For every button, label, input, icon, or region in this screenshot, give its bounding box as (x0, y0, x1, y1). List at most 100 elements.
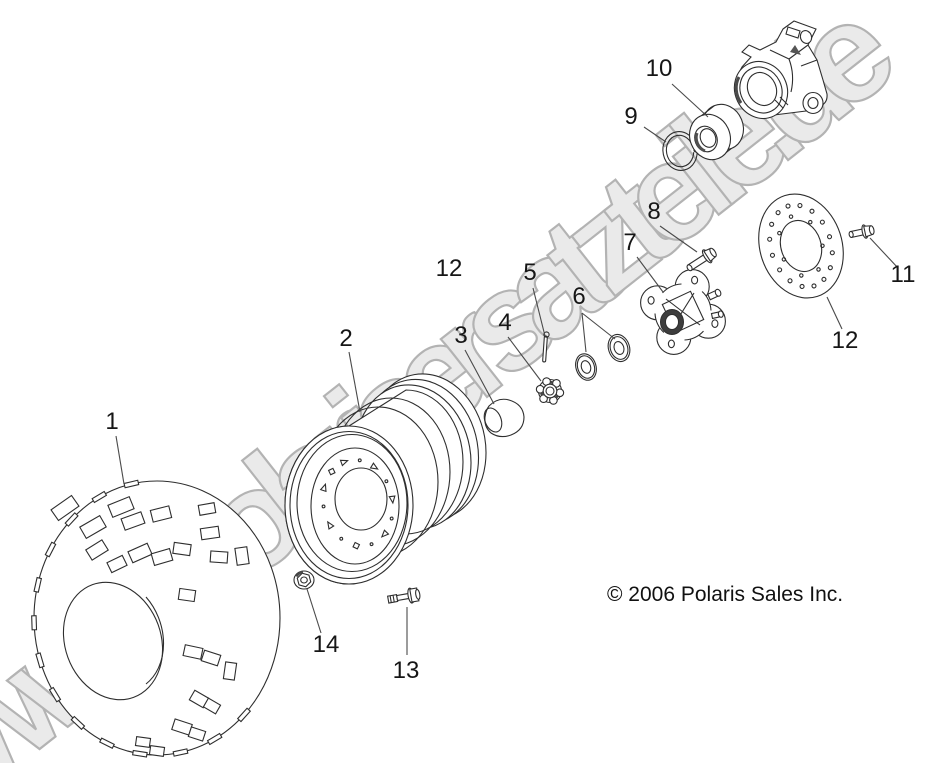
rim-mark-dot (384, 479, 389, 484)
rim-mark-triangle (327, 520, 335, 530)
disc-hole (781, 257, 787, 262)
part-cotter-pin (542, 331, 550, 363)
tire-tread-pattern (50, 494, 250, 758)
part-castle-nut (535, 377, 565, 405)
tread-edge-notch (33, 576, 43, 593)
tread-patch (106, 554, 128, 574)
leader-line-brake-disc (826, 296, 843, 330)
leader-line-flange-nut (306, 588, 322, 634)
part-carrier-bolt (848, 224, 875, 239)
callout-brake-disc: 12 (831, 327, 859, 354)
wheel-stud (707, 288, 722, 301)
callout-hub-bolt: 8 (647, 198, 661, 225)
tread-edge-notch (48, 686, 62, 703)
disc-hole (799, 273, 804, 278)
part-tire (31, 479, 281, 758)
tire-edge-notches (31, 479, 252, 758)
leader-line-carrier-bolt (869, 237, 899, 269)
part-brake-disc (758, 193, 844, 299)
tread-patch (172, 541, 192, 557)
rim-mark-dot (389, 516, 394, 521)
part-dust-cap (483, 398, 525, 438)
leader-line-hub-bolt (659, 225, 698, 253)
disc-hole (808, 219, 813, 225)
tread-patch (50, 494, 80, 522)
tread-edge-notch (99, 737, 115, 750)
disc-hole (775, 210, 781, 216)
callout-carrier-bolt: 11 (890, 261, 916, 288)
tread-patch (177, 587, 197, 603)
disc-hole (827, 265, 833, 271)
tread-patch (182, 644, 204, 660)
rim-face-markings (319, 458, 396, 550)
disc-hole (769, 221, 775, 227)
disc-hole (797, 202, 803, 209)
rim-mark-square (352, 541, 361, 550)
part-wheel-hub (640, 269, 726, 355)
tread-edge-notch (206, 732, 223, 746)
leader-line-snap-ring (643, 126, 667, 143)
disc-hole (785, 203, 791, 209)
callout-brake-disc-ref: 12 (435, 255, 463, 282)
tread-patch (107, 495, 135, 519)
part-hub-bolt (686, 247, 717, 272)
disc-hole (777, 267, 783, 273)
callout-wheel-rim: 2 (339, 325, 353, 352)
tread-edge-notch (70, 715, 86, 731)
disc-hole (826, 234, 833, 240)
tread-patch (134, 735, 152, 749)
leader-line-washers (581, 312, 616, 340)
rim-mark-triangle (339, 459, 349, 467)
callout-washers: 6 (572, 283, 586, 310)
wheel-stud (710, 310, 724, 320)
rim-mark-triangle (319, 482, 327, 493)
tread-patch (222, 661, 238, 681)
disc-hole (811, 283, 817, 289)
leader-line-wheel-rim (348, 351, 361, 413)
rim-mark-triangle (380, 529, 390, 538)
leader-line-cotter-pin (532, 287, 546, 337)
tread-edge-notch (123, 479, 140, 489)
disc-hole (821, 276, 827, 282)
rim-mark-triangle (369, 462, 379, 470)
callout-tire: 1 (105, 408, 119, 435)
brake-disc-holes (767, 202, 835, 290)
disc-hole (809, 208, 815, 214)
tread-patch (148, 744, 166, 758)
disc-hole (777, 230, 782, 236)
part-bearing-carrier (733, 20, 828, 119)
part-washer-inner (575, 353, 597, 381)
rim-mark-dot (357, 458, 362, 463)
tread-patch (234, 546, 250, 566)
rim-mark-dot (369, 542, 374, 547)
tread-patch (85, 539, 109, 561)
part-wheel-rim (284, 373, 487, 585)
callout-castle-nut: 4 (498, 309, 512, 336)
tread-edge-notch (44, 541, 57, 558)
part-washer-outer (607, 333, 631, 363)
tread-edge-notch (91, 490, 108, 504)
callout-wheel-hub: 7 (623, 229, 637, 256)
tread-edge-notch (132, 749, 148, 758)
rim-mark-square (327, 467, 336, 476)
disc-hole (799, 283, 805, 290)
part-bearing (689, 103, 744, 161)
tread-edge-notch (64, 512, 79, 527)
tread-patch (150, 547, 174, 567)
part-valve-stem (386, 587, 421, 604)
disc-hole (819, 219, 825, 225)
tread-edge-notch (31, 615, 38, 631)
tread-patch (200, 649, 222, 667)
tread-patch (202, 697, 222, 715)
copyright-text: © 2006 Polaris Sales Inc. (607, 583, 844, 606)
leader-line-castle-nut (507, 336, 542, 382)
part-flange-nut (293, 570, 315, 590)
tread-patch (149, 505, 173, 523)
rim-mark-triangle (388, 495, 396, 505)
disc-hole (767, 236, 773, 242)
disc-hole (787, 278, 793, 284)
leader-line-dust-cap (464, 349, 495, 405)
leader-line-tire (115, 435, 125, 485)
